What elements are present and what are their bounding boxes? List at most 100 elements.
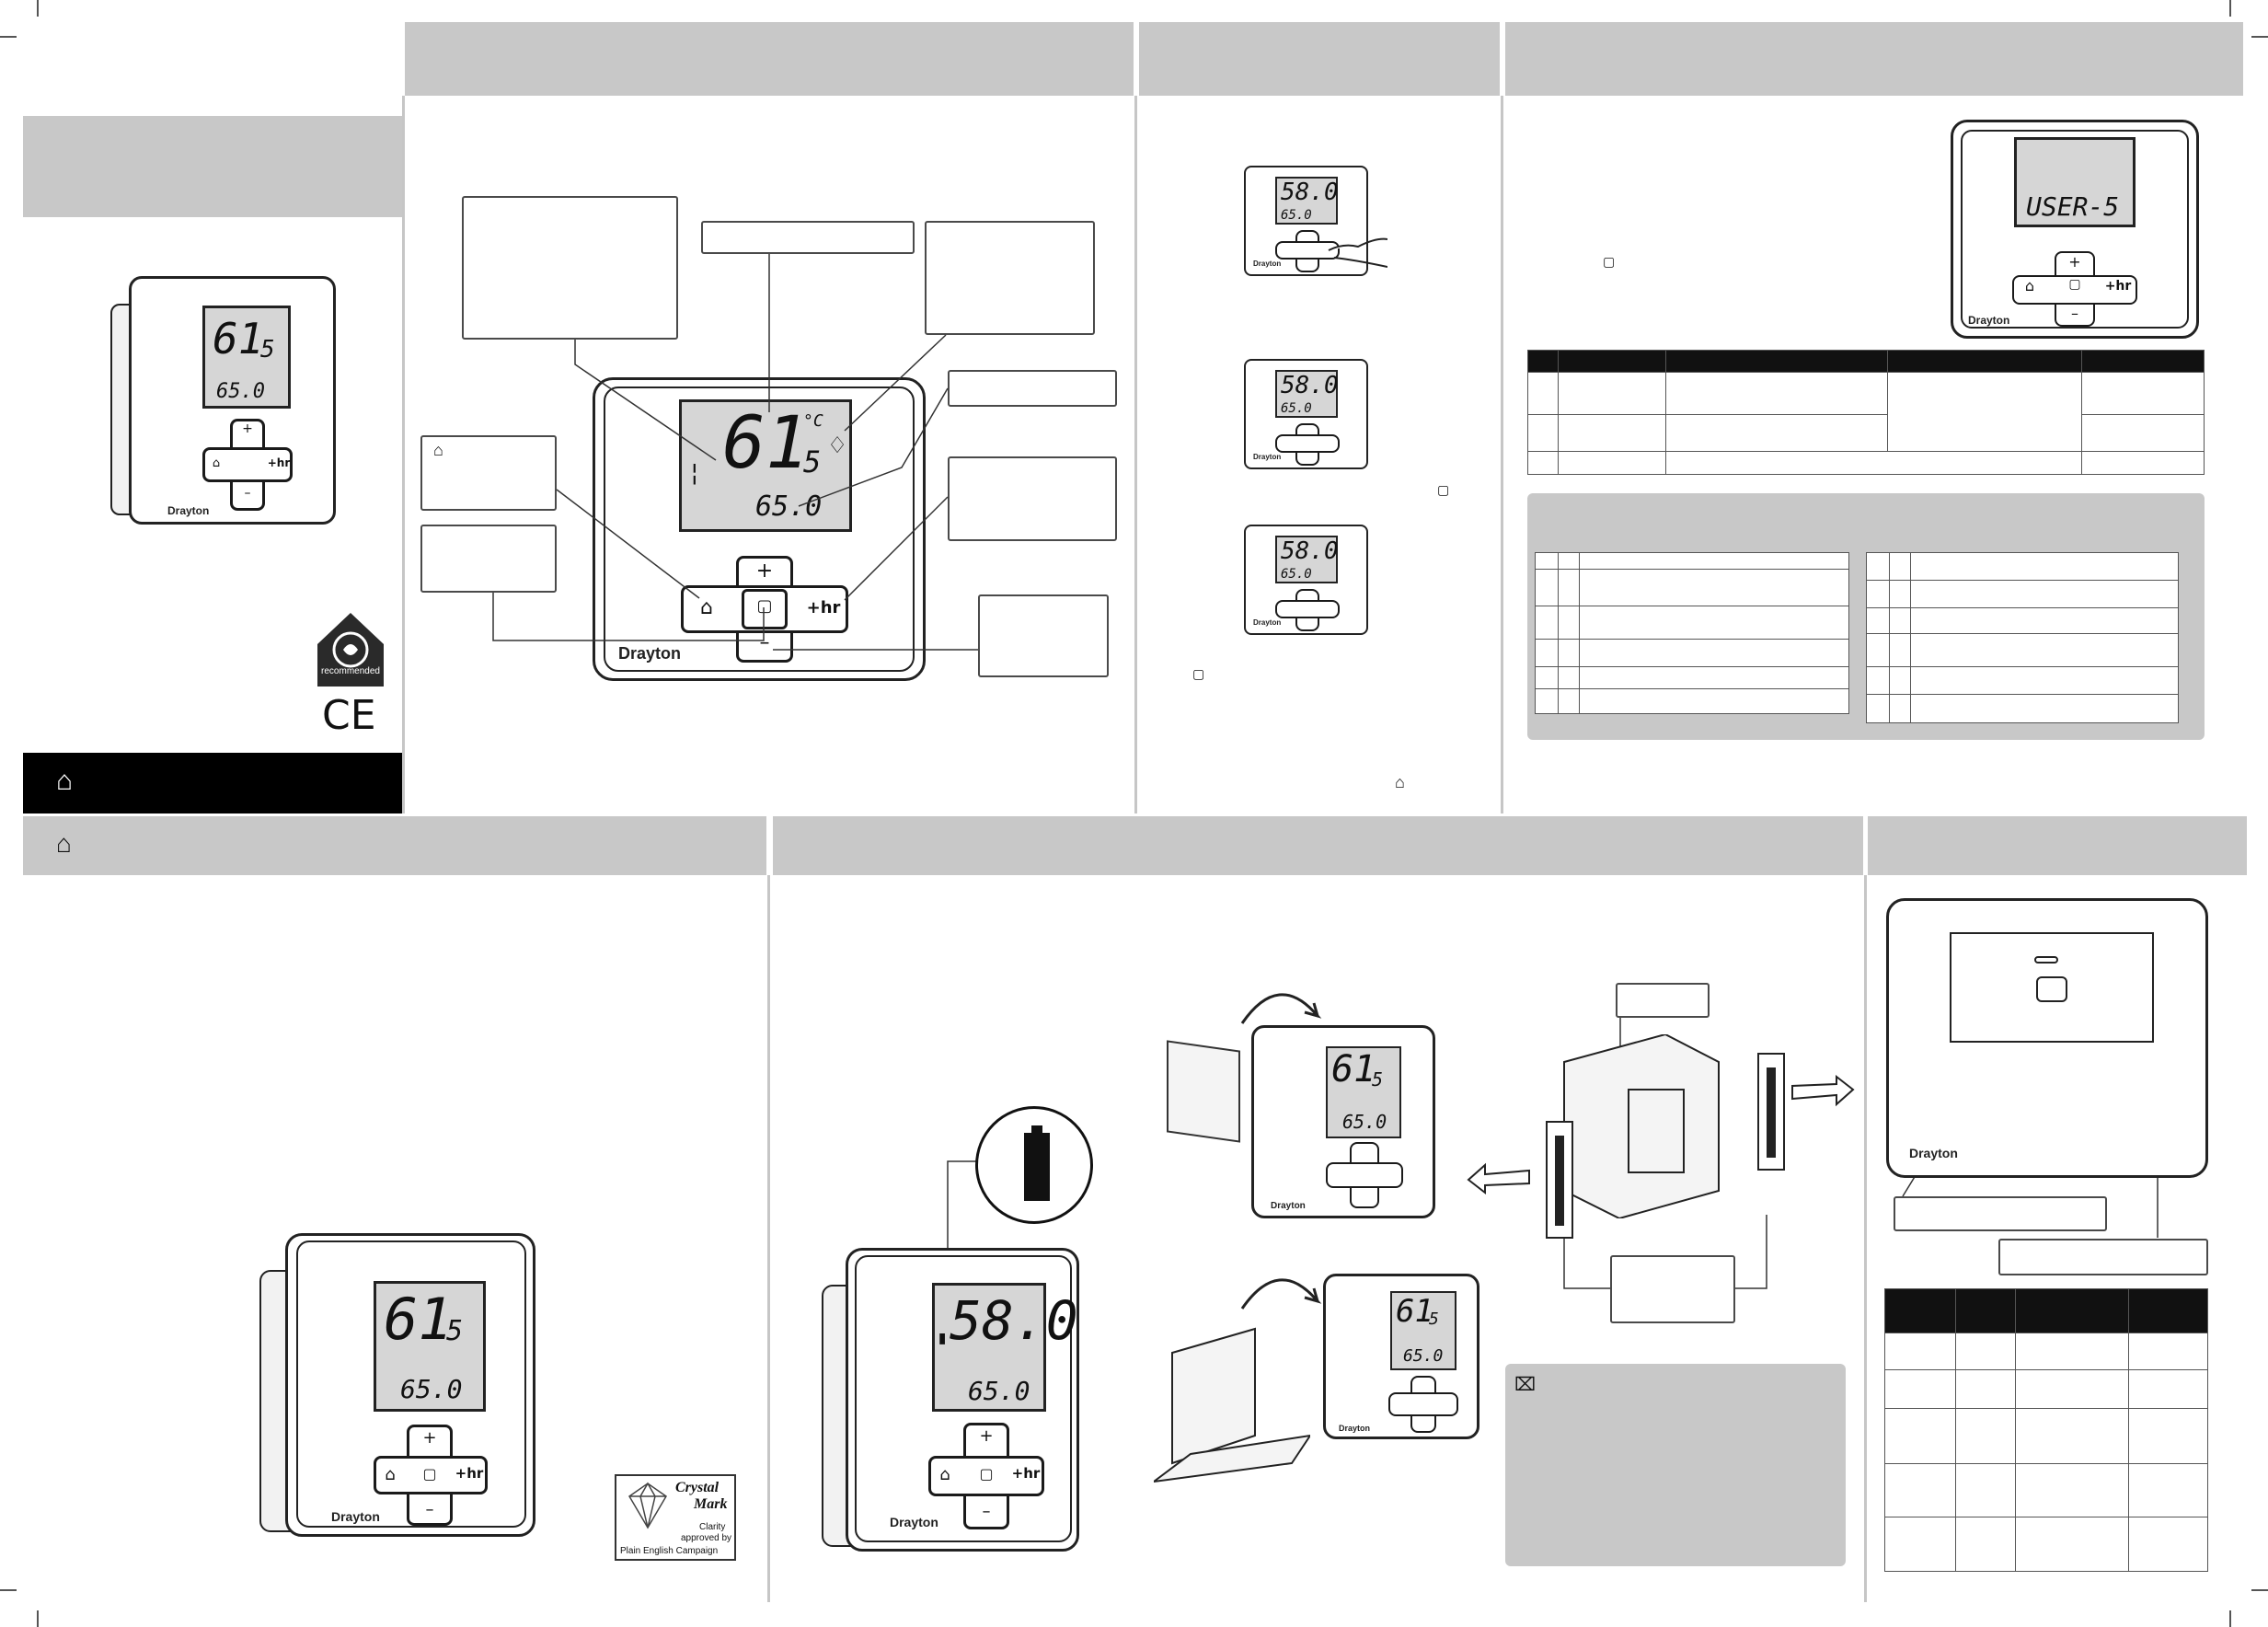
mini-thermostat-step-1: 58.0 65.0 Drayton xyxy=(1244,166,1368,276)
lcd-temp-b: 5 xyxy=(446,1315,464,1347)
battery-low-icon: ▮ xyxy=(937,1326,949,1348)
extra-hour-button[interactable]: +hr xyxy=(267,456,291,469)
mode-button[interactable]: ▢ xyxy=(2068,277,2081,292)
crystal-mark-line: approved by xyxy=(681,1533,732,1543)
callout-box-led xyxy=(1894,1196,2107,1231)
lcd-setpoint: 65.0 xyxy=(1281,401,1312,416)
home-icon: ⌂ xyxy=(56,766,74,796)
minus-button[interactable]: – xyxy=(2071,305,2078,322)
plus-button[interactable]: + xyxy=(755,560,774,583)
callout-box-setpoint xyxy=(948,370,1117,407)
lcd-temp-a: 61 xyxy=(1396,1293,1433,1330)
lcd-temp-a: 61 xyxy=(722,402,809,485)
callout-box-extra-hour xyxy=(948,456,1117,541)
cover-title-band xyxy=(23,116,402,217)
disposal-info-panel: ⌧ xyxy=(1505,1364,1846,1566)
plus-button[interactable]: + xyxy=(242,421,253,436)
plus-button[interactable]: + xyxy=(422,1428,437,1448)
crop-mark xyxy=(2229,0,2231,17)
brand-logo: Drayton xyxy=(618,644,682,663)
extra-hour-button[interactable]: +hr xyxy=(2104,279,2132,294)
lcd-setpoint: 65.0 xyxy=(216,380,265,403)
crop-mark xyxy=(2251,36,2268,38)
mini-thermostat-step-2: 58.0 65.0 Drayton xyxy=(1244,359,1368,469)
brand-logo: Drayton xyxy=(890,1515,938,1529)
brand-logo: Drayton xyxy=(1339,1424,1371,1433)
extra-hour-button[interactable]: +hr xyxy=(806,598,841,617)
aa-battery-left xyxy=(1546,1121,1573,1239)
brand-logo: Drayton xyxy=(167,504,210,517)
home-button[interactable]: ⌂ xyxy=(700,596,713,619)
thermostat-battery-low: ▮ 58.0 65.0 + – +hr ⌂ ▢ Drayton xyxy=(822,1248,1079,1552)
crop-mark xyxy=(2251,1589,2268,1591)
signal-icon: ¦ xyxy=(687,459,702,487)
brand-logo: Drayton xyxy=(1253,260,1282,268)
minus-button[interactable]: – xyxy=(244,486,251,501)
lcd-setpoint: 65.0 xyxy=(1281,567,1312,582)
user-settings-table-right xyxy=(1866,552,2179,723)
desk-stand-illustration xyxy=(1150,1325,1313,1494)
home-button[interactable]: ⌂ xyxy=(385,1465,396,1484)
home-button[interactable]: ⌂ xyxy=(2024,277,2035,294)
minus-button[interactable]: – xyxy=(982,1502,991,1521)
rotate-arrow-icon xyxy=(1240,993,1322,1024)
crop-mark xyxy=(37,1610,39,1627)
lcd-temp-a: 61 xyxy=(384,1286,453,1353)
mode-button[interactable]: ▢ xyxy=(979,1465,994,1483)
lcd-temp-a: 61 xyxy=(213,314,264,363)
wall-plate-illustration xyxy=(1167,1040,1240,1143)
crop-mark xyxy=(2229,1610,2231,1627)
callout-box-minus xyxy=(978,594,1109,677)
header-band-setup xyxy=(1139,22,1500,96)
arrow-left-icon xyxy=(1467,1162,1530,1195)
brand-logo: Drayton xyxy=(1271,1201,1306,1211)
crop-mark xyxy=(0,36,17,38)
column-divider xyxy=(1134,96,1137,814)
flame-icon: ♢ xyxy=(829,430,846,462)
checkbox-icon: ▢ xyxy=(1192,666,1205,681)
column-divider xyxy=(1501,96,1503,814)
extra-hour-button[interactable]: +hr xyxy=(455,1465,484,1482)
checkbox-icon: ▢ xyxy=(1437,482,1450,497)
lcd-setpoint: 65.0 xyxy=(968,1376,1030,1406)
extra-hour-button[interactable]: +hr xyxy=(1011,1465,1041,1482)
keypad-horizontal xyxy=(374,1456,488,1494)
callout-box-flame xyxy=(925,221,1095,335)
mode-button[interactable]: ▢ xyxy=(422,1465,437,1483)
arrow-right-icon xyxy=(1791,1074,1855,1107)
keypad-horizontal xyxy=(928,1456,1044,1496)
header-band-settings xyxy=(1505,22,2243,96)
crystal-mark-logo: Crystal Mark Clarity approved by Plain E… xyxy=(615,1474,736,1561)
pair-button[interactable] xyxy=(2036,976,2067,1002)
column-divider xyxy=(767,875,770,1602)
minus-button[interactable]: – xyxy=(759,631,770,654)
thermostat-wall-mount: 61 5 65.0 Drayton xyxy=(1251,1025,1435,1218)
lcd-temp-a: 61 xyxy=(1331,1048,1376,1090)
mode-button[interactable]: ▢ xyxy=(756,596,773,616)
thermostat-user-display: USER-5 + – +hr ⌂ ▢ Drayton xyxy=(1951,120,2199,339)
lcd-temp: 58.0 xyxy=(1281,537,1339,565)
plus-button[interactable]: + xyxy=(979,1426,994,1446)
callout-box-battery-holder xyxy=(1616,983,1710,1018)
thermostat-back-view: Drayton xyxy=(1886,898,2208,1178)
home-icon[interactable]: ⌂ xyxy=(212,456,221,470)
lcd-unit: °C xyxy=(803,411,823,431)
callout-box-signal xyxy=(462,196,678,340)
settings-table xyxy=(1527,350,2205,475)
header-band-pairing xyxy=(1868,816,2247,875)
aa-battery-right xyxy=(1757,1053,1785,1171)
weee-bin-icon: ⌧ xyxy=(1514,1375,1537,1395)
cover-lcd: 61 5 65.0 xyxy=(202,306,291,409)
home-section-bar: ⌂ xyxy=(23,753,402,814)
lcd-setpoint: 65.0 xyxy=(1342,1111,1387,1133)
lcd-setpoint: 65.0 xyxy=(1281,208,1312,223)
crystal-mark-line: Plain English Campaign xyxy=(620,1546,719,1556)
minus-button[interactable]: – xyxy=(425,1500,434,1519)
lcd-temp-b: 5 xyxy=(803,444,822,479)
column-divider xyxy=(1864,875,1867,1602)
keypad-horizontal xyxy=(202,447,293,482)
callout-box-temperature xyxy=(701,221,915,254)
home-button[interactable]: ⌂ xyxy=(939,1465,950,1484)
plus-button[interactable]: + xyxy=(2068,253,2081,271)
